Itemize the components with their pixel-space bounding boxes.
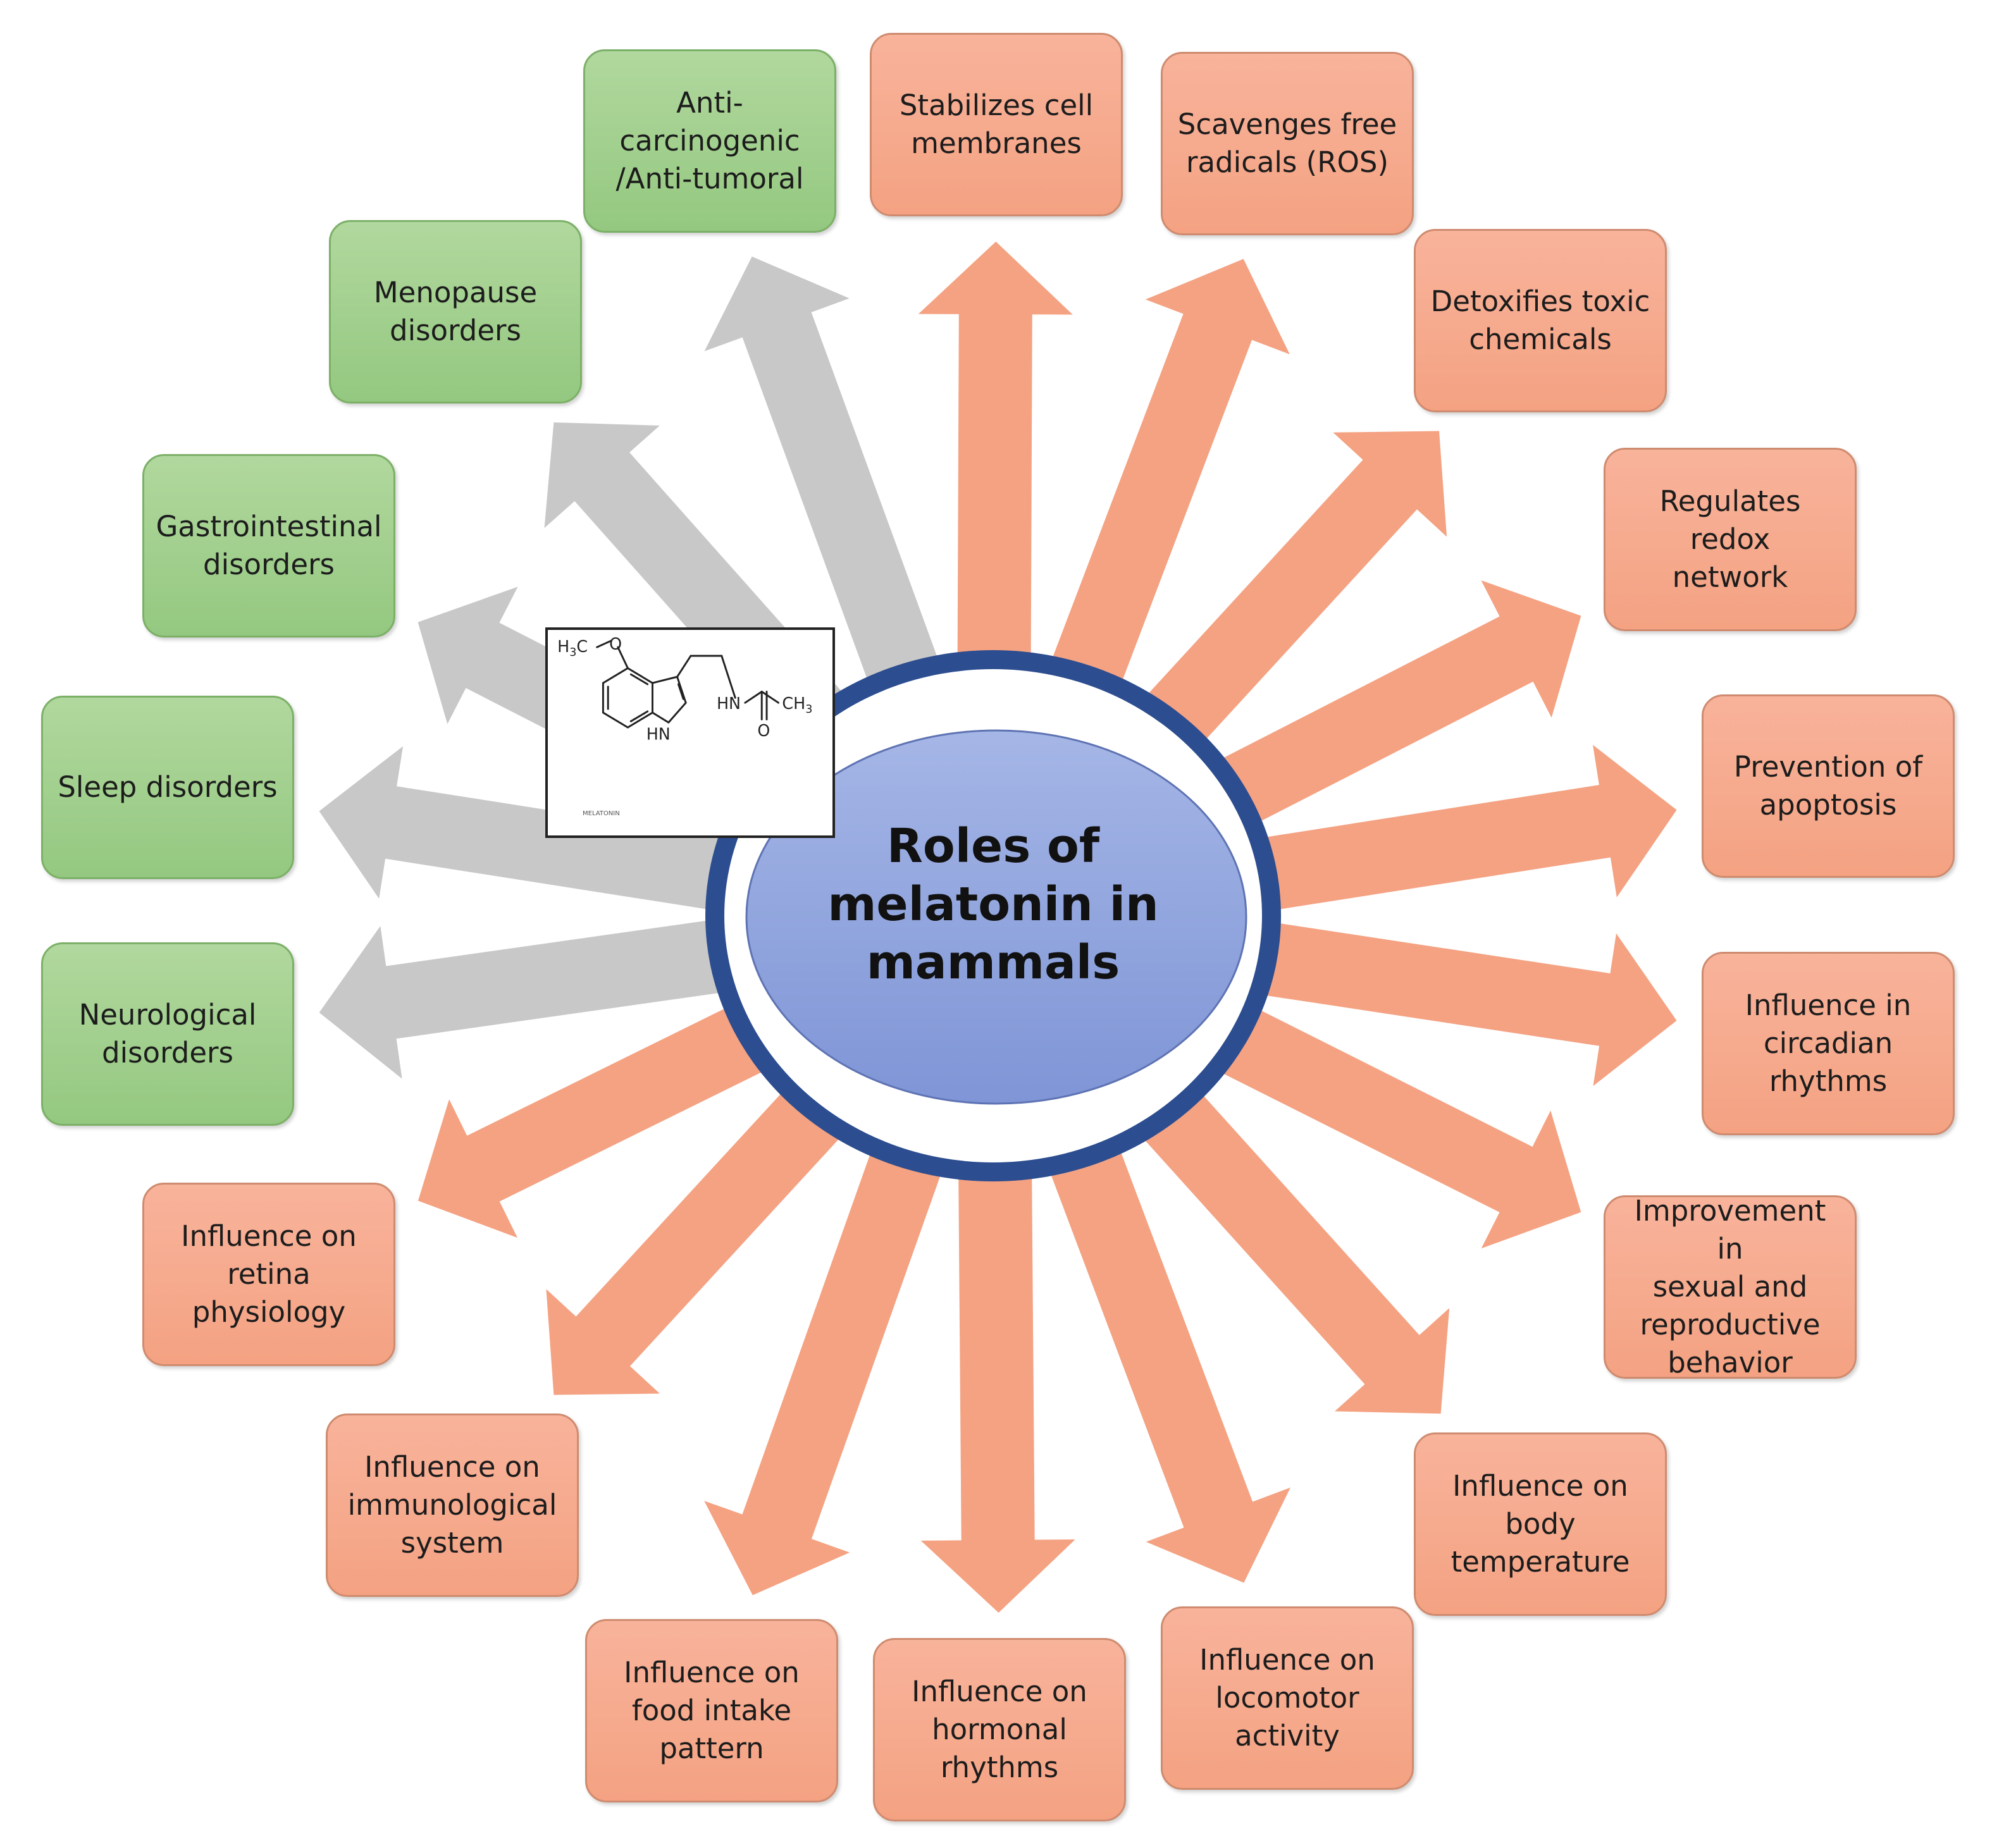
node-label: Influence in circadian rhythms [1745,989,1912,1098]
arrow-to-influence-retina-physiology [418,968,839,1238]
node-label: Scavenges free radicals (ROS) [1177,108,1397,179]
node-scavenges-free-radicals: Scavenges free radicals (ROS) [1161,52,1414,235]
node-sleep-disorders: Sleep disorders [41,696,294,879]
node-neurological-disorders: Neurological disorders [41,942,294,1126]
node-label: Neurological disorders [78,998,257,1069]
melatonin-structure: H3C O HN HN CH3 O MELATONIN [545,627,835,838]
node-improvement-sexual-reproductive: Improvement in sexual and reproductive b… [1604,1194,1857,1379]
atom-ch3: CH3 [782,694,812,716]
center-hub [705,650,1281,1181]
arrow-to-improvement-sexual-reproductive [1146,969,1581,1248]
node-gastrointestinal-disorders: Gastrointestinal disorders [142,454,395,638]
atom-hn-ring: HN [646,725,671,744]
node-influence-locomotor-activity: Influence on locomotor activity [1161,1606,1414,1790]
center-ellipse [745,729,1247,1105]
node-label: Influence on body temperature [1451,1469,1630,1579]
molecule-caption: MELATONIN [583,810,620,817]
arrow-to-influence-immunological-system [546,1032,892,1395]
arrow-to-detoxifies-toxic-chemicals [1094,431,1447,803]
node-influence-food-intake: Influence on food intake pattern [585,1619,838,1802]
arrow-to-stabilizes-cell-membranes [918,242,1073,728]
arrow-to-prevention-of-apoptosis [1175,744,1677,924]
node-label: Prevention of apoptosis [1733,750,1923,822]
atom-o-methoxy: O [609,634,622,653]
atom-o-carbonyl: O [757,721,770,740]
node-menopause-disorders: Menopause disorders [329,220,582,403]
node-label: Influence on locomotor activity [1199,1643,1375,1753]
node-label: Detoxifies toxic chemicals [1430,285,1650,356]
node-label: Improvement in sexual and reproductive b… [1634,1194,1826,1379]
node-label: Gastrointestinal disorders [156,510,382,581]
arrow-to-influence-food-intake [704,1083,965,1596]
node-label: Influence on retina physiology [181,1219,357,1329]
node-influence-immunological-system: Influence on immunological system [326,1414,579,1597]
node-label: Regulates redox network [1659,484,1801,594]
node-label: Stabilizes cell membranes [899,89,1094,160]
node-label: Influence on immunological system [347,1450,557,1560]
melatonin-structure-drawing: H3C O HN HN CH3 O [557,634,812,744]
node-label: Anti- carcinogenic /Anti-tumoral [616,86,804,195]
arrow-to-scavenges-free-radicals [1026,259,1290,753]
arrow-to-influence-locomotor-activity [1025,1081,1290,1583]
node-label: Menopause disorders [373,276,538,347]
arrow-to-influence-body-temperature [1092,1033,1450,1414]
atom-hn-amide: HN [717,694,741,713]
node-influence-hormonal-rhythms: Influence on hormonal rhythms [873,1638,1126,1821]
node-stabilizes-cell-membranes: Stabilizes cell membranes [870,33,1123,216]
node-label: Influence on food intake pattern [624,1656,800,1765]
arrow-to-influence-hormonal-rhythms [920,1106,1075,1613]
node-prevention-of-apoptosis: Prevention of apoptosis [1702,694,1955,878]
node-influence-circadian-rhythms: Influence in circadian rhythms [1702,952,1955,1135]
atom-h3c: H3C [557,637,588,659]
arrow-to-anti-carcinogenic [704,256,963,752]
arrow-to-regulates-redox-network [1145,580,1581,863]
arrow-to-influence-circadian-rhythms [1175,909,1677,1087]
node-detoxifies-toxic-chemicals: Detoxifies toxic chemicals [1414,229,1667,412]
node-label: Influence on hormonal rhythms [912,1675,1087,1784]
node-regulates-redox-network: Regulates redox network [1604,448,1857,631]
arrow-to-neurological-disorders [319,907,811,1079]
node-influence-body-temperature: Influence on body temperature [1414,1432,1667,1616]
node-influence-retina-physiology: Influence on retina physiology [142,1183,395,1366]
node-anti-carcinogenic: Anti- carcinogenic /Anti-tumoral [583,49,836,233]
node-label: Sleep disorders [58,770,278,804]
